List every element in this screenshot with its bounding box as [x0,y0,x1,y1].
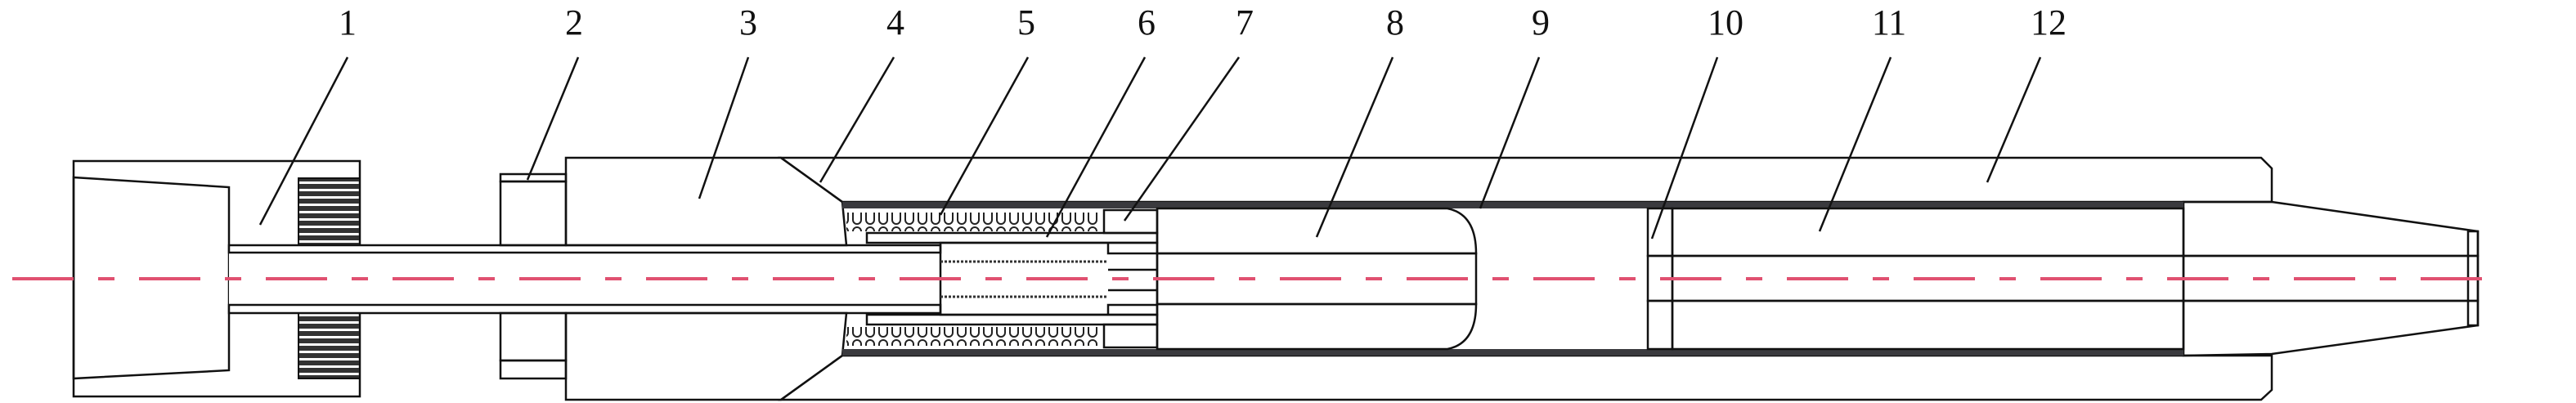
leader-line-1 [258,56,349,226]
leader-line-9 [1479,56,1541,209]
leader-line-11 [1818,56,1892,232]
leader-line-5 [939,56,1030,216]
leader-line-12 [1986,56,2042,183]
part-labels: 1 2 3 4 5 6 7 8 9 10 11 12 [339,2,2067,43]
label-1: 1 [339,2,357,43]
leader-line-6 [1045,56,1147,238]
label-2: 2 [565,2,583,43]
part-7-ring [1102,208,1159,349]
label-9: 9 [1532,2,1550,43]
leader-line-10 [1650,56,1719,240]
knurled-ring-bottom [298,312,361,379]
label-6: 6 [1138,2,1156,43]
leader-line-8 [1315,56,1394,238]
label-7: 7 [1236,2,1254,43]
leader-line-7 [1123,56,1241,222]
label-12: 12 [2031,2,2067,43]
leader-line-4 [819,56,895,183]
label-5: 5 [1017,2,1035,43]
part-9-liner [842,202,2183,356]
part-5-spring [846,211,1104,347]
leader-line-2 [526,56,580,181]
leader-lines [258,56,2042,240]
label-11: 11 [1872,2,1906,43]
leader-line-3 [698,56,750,199]
label-10: 10 [1708,2,1744,43]
label-3: 3 [739,2,757,43]
knurled-ring-top [298,177,361,246]
part-1-cap [72,159,361,398]
label-4: 4 [886,2,904,43]
label-8: 8 [1386,2,1404,43]
